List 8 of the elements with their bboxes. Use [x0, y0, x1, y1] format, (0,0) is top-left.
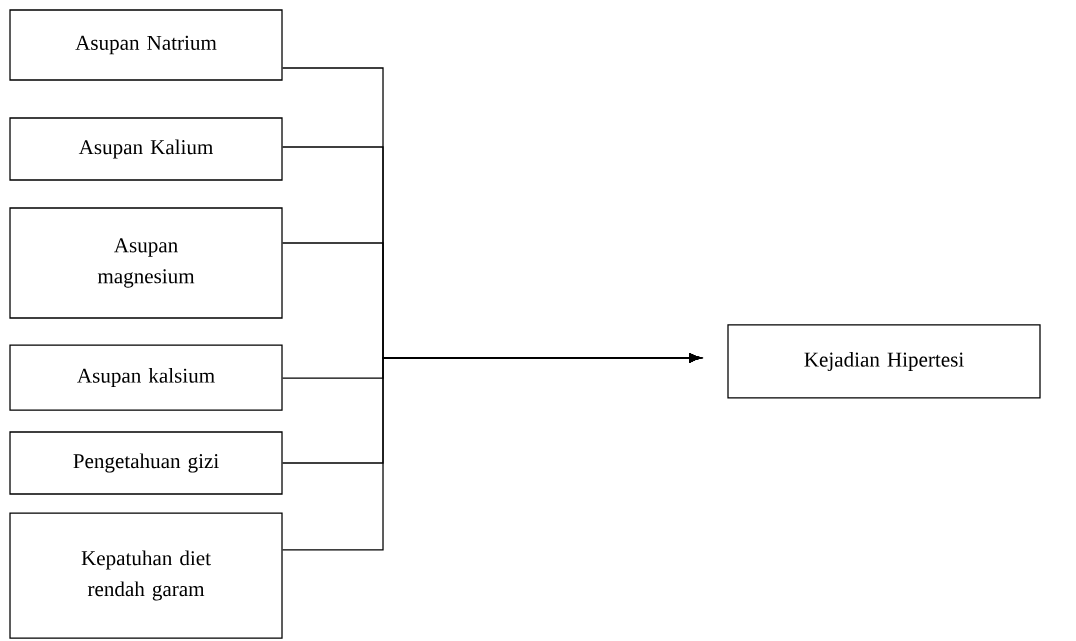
text-box: Pengetahuan gizi: [9, 431, 283, 495]
text-box: Asupan Natrium: [9, 9, 283, 81]
text-box: Kejadian Hipertesi: [727, 324, 1041, 399]
text-box: Kepatuhan diet rendah garam: [9, 512, 283, 639]
text-box: Asupan Kalium: [9, 117, 283, 181]
connector-arrow: [282, 353, 702, 551]
text-box: Asupan kalsium: [9, 344, 283, 411]
text-box: Asupan magnesium: [9, 207, 283, 319]
